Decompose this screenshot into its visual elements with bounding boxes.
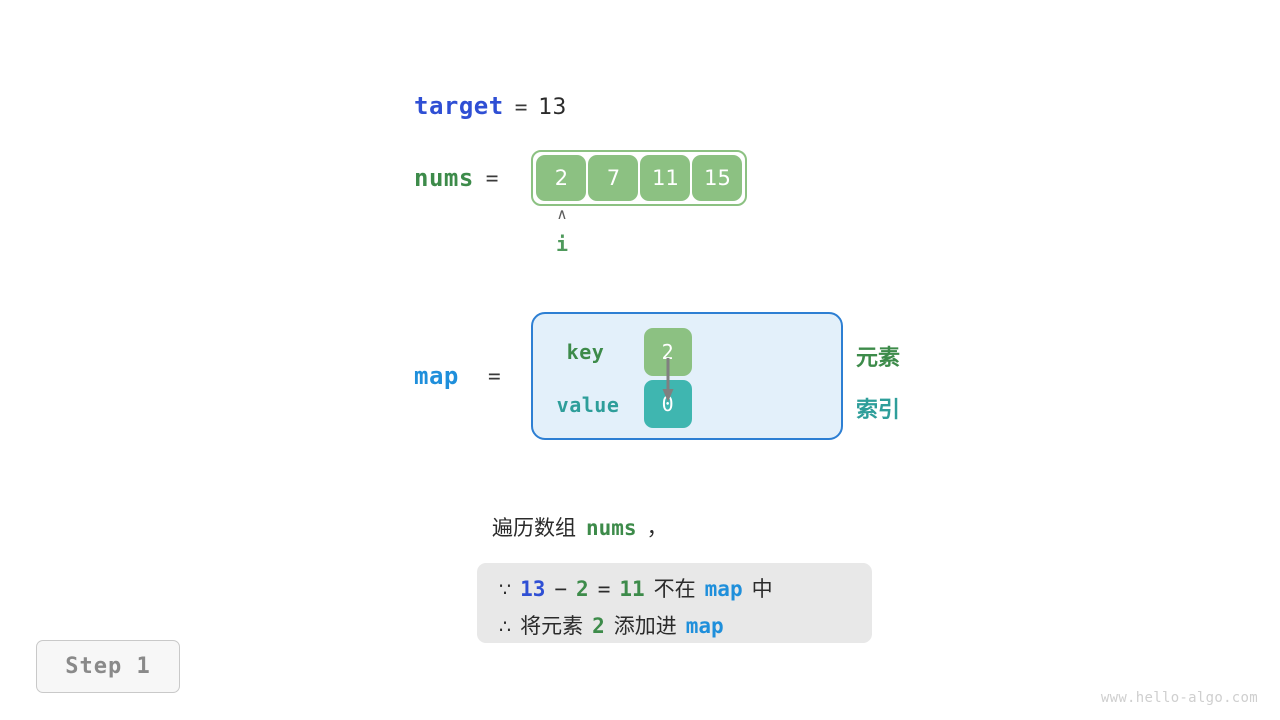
map-value-label: value [556,393,620,417]
caption-nums-variable: nums [586,516,637,540]
legend-element-label: 元素 [856,346,901,371]
target-variable-name: target [414,92,504,120]
target-declaration: target = 13 [414,92,566,120]
caption-suffix: ， [646,516,668,540]
key-to-value-arrow-icon [662,358,674,402]
note-current-element: 2 [576,577,589,601]
watermark: www.hello-algo.com [1100,690,1258,706]
note-add-element-text: 将元素 [520,614,584,638]
array-cell: 2 [536,155,587,201]
note-target-value: 13 [520,577,546,601]
map-key-label: key [566,340,605,364]
map-variable-name: map [414,362,459,390]
note-complement-value: 11 [619,577,645,601]
legend-index-label: 索引 [856,398,901,423]
map-declaration: map = key value 2 0 [414,312,843,440]
note-not-in-text: 不在 [653,577,696,601]
step-badge: Step 1 [36,640,180,693]
because-symbol-icon: ∵ [499,579,512,601]
caption-prefix: 遍历数组 [492,516,576,540]
target-equals-sign: = [514,95,528,119]
note-equals-operator: = [597,577,611,601]
note-add-into-text: 添加进 [613,614,677,638]
reasoning-note-box: ∵ 13 − 2 = 11 不在 map 中 ∴ 将元素 2 添加进 map [477,563,872,643]
note-map-variable: map [704,577,743,601]
nums-variable-name: nums [414,164,474,192]
nums-equals-sign: = [485,166,499,190]
index-pointer-label: i [555,232,569,256]
note-map-variable: map [685,614,724,638]
nums-declaration: nums = 2 7 11 15 [414,150,748,206]
note-added-element: 2 [592,614,605,638]
caption: 遍历数组 nums ， [492,512,668,542]
map-equals-sign: = [488,364,501,388]
reasoning-line-premise: ∵ 13 − 2 = 11 不在 map 中 [499,573,872,610]
note-in-suffix: 中 [751,577,773,601]
note-minus-operator: − [554,577,568,601]
array-cell: 11 [640,155,691,201]
map-container: key value 2 0 [530,312,843,440]
array-cell: 7 [588,155,639,201]
nums-array-container: 2 7 11 15 [531,150,748,206]
caret-up-icon: ∧ [556,205,568,223]
array-cell: 15 [692,155,743,201]
index-pointer: ∧ i [542,206,582,256]
reasoning-line-conclusion: ∴ 将元素 2 添加进 map [499,610,872,647]
target-value: 13 [538,95,567,120]
therefore-symbol-icon: ∴ [499,616,512,638]
